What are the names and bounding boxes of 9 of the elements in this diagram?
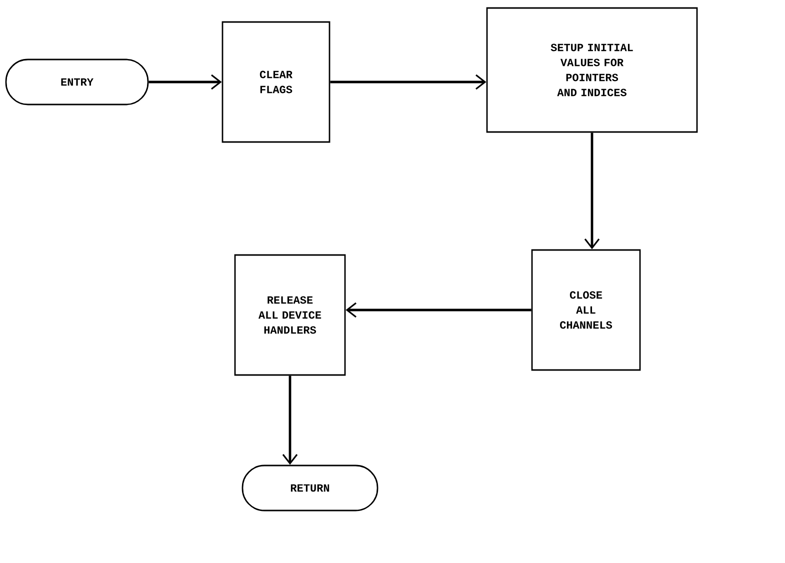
- arrow: [148, 74, 222, 90]
- arrow: [584, 132, 600, 250]
- arrow: [330, 74, 486, 90]
- process-box: RELEASE ALL DEVICE HANDLERS: [234, 254, 346, 376]
- process-box: CLOSE ALL CHANNELS: [531, 249, 641, 371]
- process-box: SETUP INITIAL VALUES FOR POINTERS AND INDICES: [486, 7, 698, 133]
- process-box: CLEAR FLAGS: [222, 21, 330, 143]
- arrow: [282, 376, 298, 465]
- arrow: [346, 302, 532, 318]
